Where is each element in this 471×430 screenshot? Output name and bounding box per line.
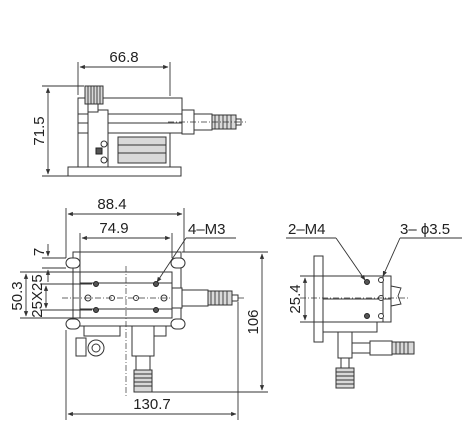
front-view: 66.8 71.5 bbox=[31, 49, 246, 177]
table-width-label: 74.9 bbox=[99, 220, 128, 237]
overall-length-label: 130.7 bbox=[133, 396, 171, 413]
top-view: 88.4 74.9 4–M3 7 50.3 25X25 106 bbox=[9, 196, 268, 420]
hole-pitch-label: 25X25 bbox=[29, 274, 46, 317]
side-screw-callout: 2–M4 bbox=[288, 221, 326, 238]
top-screw-callout: 4–M3 bbox=[188, 221, 226, 238]
front-height-label: 71.5 bbox=[31, 116, 48, 145]
top-width-label: 88.4 bbox=[97, 196, 126, 213]
table-height-label: 50.3 bbox=[9, 281, 26, 310]
front-width-label: 66.8 bbox=[109, 49, 138, 66]
overall-height-label: 106 bbox=[245, 309, 262, 334]
side-hole-callout: 3– ϕ3.5 bbox=[400, 221, 450, 238]
offset-label: 7 bbox=[31, 248, 48, 256]
side-height-label: 25.4 bbox=[287, 284, 304, 313]
side-view: 25.4 2–M4 3– ϕ3.5 bbox=[286, 221, 462, 389]
